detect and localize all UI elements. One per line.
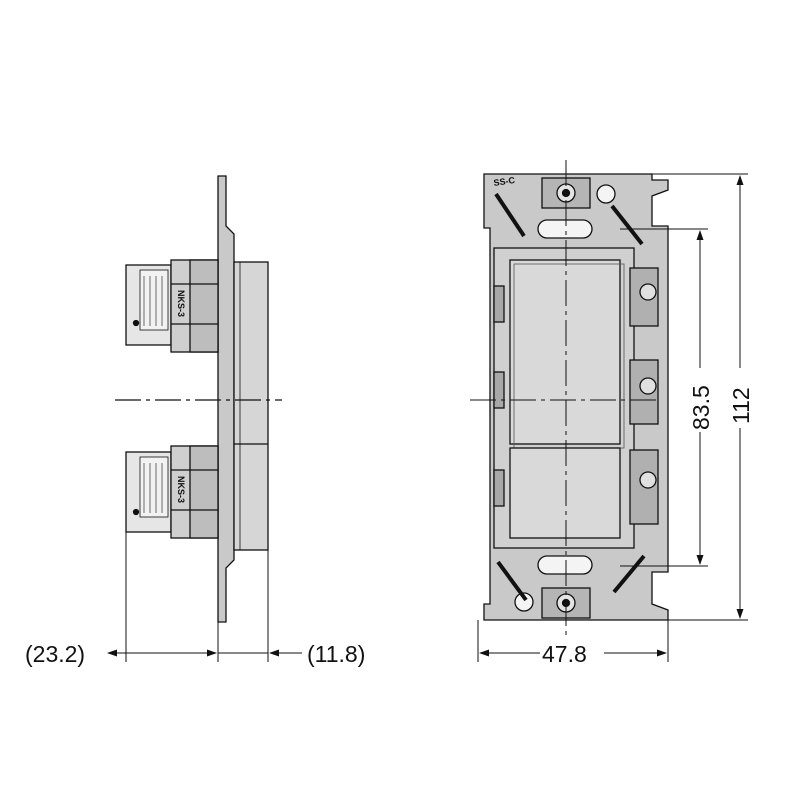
top-right-hole-icon bbox=[596, 184, 616, 204]
top-mounting-slot bbox=[537, 219, 593, 239]
dim-side-left: (23.2) bbox=[25, 641, 85, 667]
front-view bbox=[470, 160, 748, 662]
dim-front-width: 47.8 bbox=[542, 641, 587, 667]
dim-front-inner-height: 83.5 bbox=[688, 385, 714, 430]
front-right-terminals bbox=[629, 267, 659, 525]
side-mounting-plate bbox=[217, 175, 235, 623]
bottom-mounting-slot bbox=[537, 555, 593, 575]
module-model-label-top: NKS-3 bbox=[176, 290, 186, 317]
dim-side-right: (11.8) bbox=[307, 641, 365, 667]
front-left-clips bbox=[493, 285, 505, 507]
dim-front-total-height: 112 bbox=[728, 387, 754, 424]
side-module-top bbox=[125, 259, 219, 353]
frame-mark-label: SS-C bbox=[493, 175, 516, 188]
switch-face-top bbox=[509, 259, 621, 445]
module-model-label-bottom: NKS-3 bbox=[176, 476, 186, 503]
bottom-left-hole-icon bbox=[514, 592, 534, 612]
side-module-bottom bbox=[125, 445, 219, 539]
side-view bbox=[107, 175, 302, 662]
switch-face-bottom bbox=[509, 447, 621, 539]
side-faceplate bbox=[233, 261, 269, 551]
